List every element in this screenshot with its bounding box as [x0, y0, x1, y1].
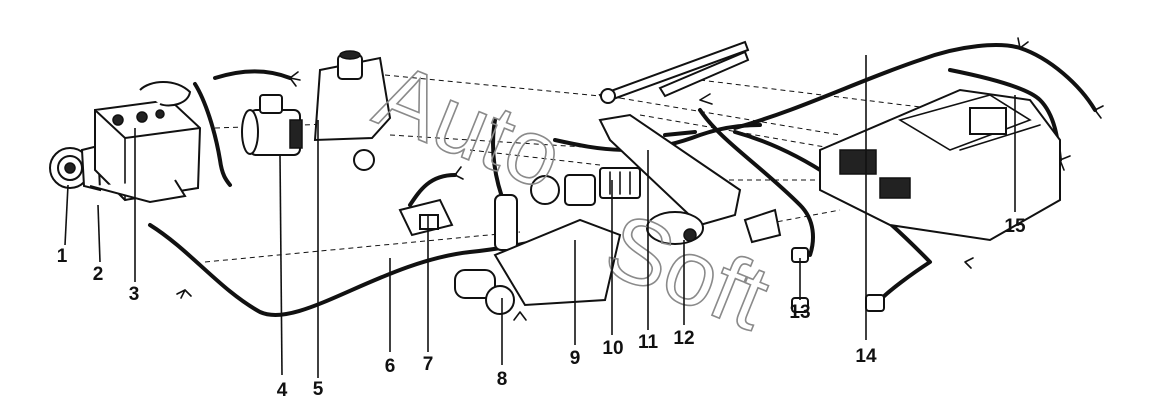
callout-2: 2	[93, 264, 104, 285]
starter-part	[241, 94, 303, 156]
relay-module-part	[398, 198, 454, 237]
watermark-auto: Auto	[363, 44, 577, 209]
heater-housing-part	[493, 174, 622, 307]
connector-block-part	[599, 167, 641, 199]
callout-9: 9	[570, 348, 581, 369]
callout-3: 3	[129, 284, 140, 305]
washer-reservoir-part	[313, 50, 392, 171]
wiper-arm-part	[598, 40, 750, 104]
blower-motor-part	[454, 194, 518, 315]
callout-numbers: 1 2 3 4 5 6 7 8 9 10 11 12 13 14 15	[57, 216, 1026, 401]
vehicle-body-part	[819, 88, 1061, 242]
callout-11: 11	[638, 332, 659, 353]
callout-5: 5	[313, 379, 324, 400]
callout-10: 10	[602, 338, 623, 359]
wiper-motor-part	[598, 113, 782, 245]
horn-part	[49, 144, 102, 192]
battery-part	[89, 81, 202, 204]
callout-12: 12	[673, 328, 694, 349]
leader-lines	[64, 55, 1016, 378]
callout-7: 7	[423, 354, 434, 375]
callout-8: 8	[497, 369, 508, 390]
callout-4: 4	[277, 380, 288, 401]
callout-14: 14	[855, 346, 877, 367]
callout-1: 1	[57, 246, 68, 267]
callout-6: 6	[385, 356, 396, 377]
callout-15: 15	[1004, 216, 1026, 237]
callout-13: 13	[789, 302, 810, 323]
wire-branches	[176, 37, 1104, 321]
harness-wires	[148, 43, 1097, 317]
